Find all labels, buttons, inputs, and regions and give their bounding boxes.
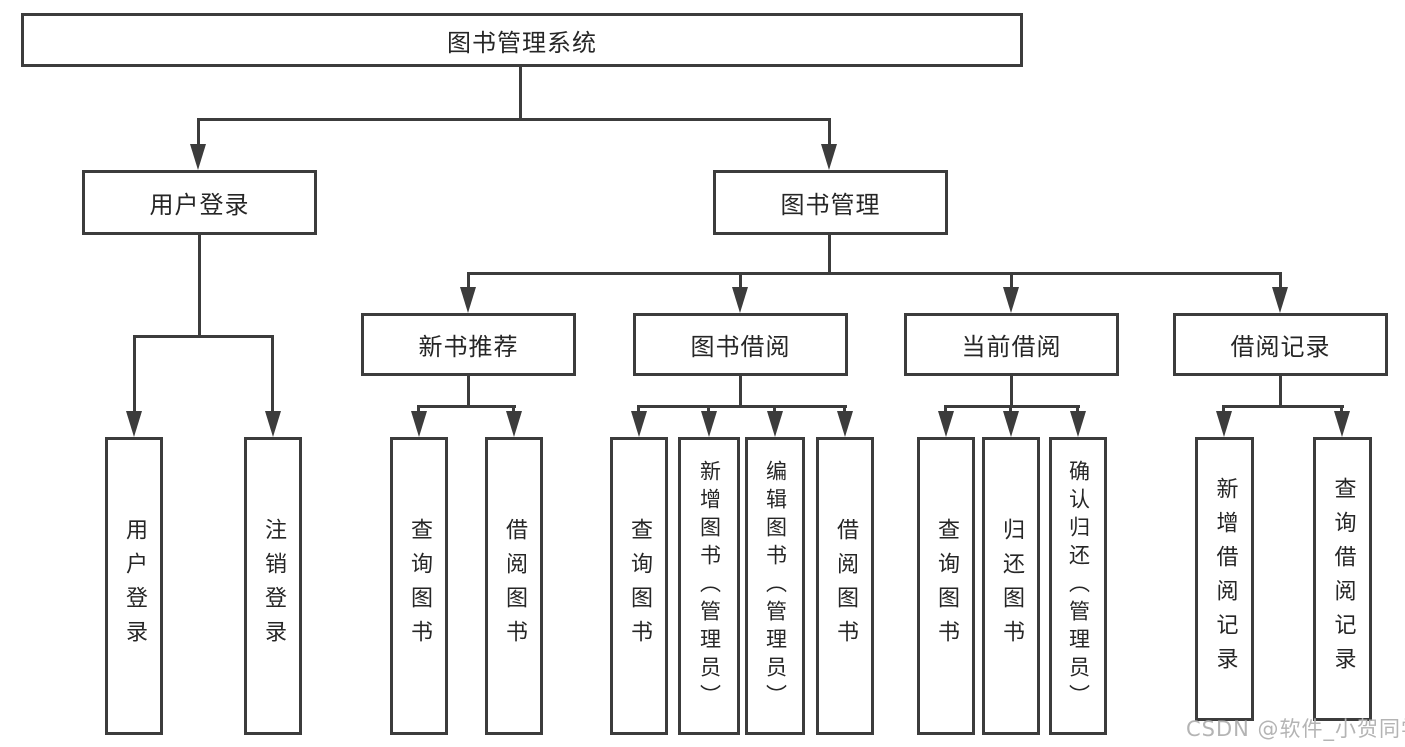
arrowhead-user-login xyxy=(190,144,206,170)
leaf-confirm-return-admin: 确认归还（管理员） xyxy=(1049,437,1107,735)
arrowhead-add-book xyxy=(701,411,717,437)
node-root-label: 图书管理系统 xyxy=(447,28,597,57)
arrowhead-edit-book xyxy=(767,411,783,437)
csdn-watermark: CSDN @软件_小贺同学 xyxy=(1186,717,1405,741)
leaf-query-books-3-label: 查询图书 xyxy=(934,518,959,654)
connector-mgmt-vline xyxy=(828,235,831,275)
connector-mgmt-stub-3 xyxy=(1010,272,1013,289)
leaf-query-books-3: 查询图书 xyxy=(917,437,975,735)
connector-current-stub-2 xyxy=(1009,405,1012,413)
connector-login-vline xyxy=(198,235,201,336)
arrowhead-new-book xyxy=(460,287,476,313)
arrowhead-query-borrow-record xyxy=(1334,411,1350,437)
node-book-borrow: 图书借阅 xyxy=(633,313,848,376)
leaf-query-books-1-label: 查询图书 xyxy=(407,518,432,654)
node-current-borrow: 当前借阅 xyxy=(904,313,1119,376)
node-borrow-records: 借阅记录 xyxy=(1173,313,1388,376)
connector-mgmt-rail xyxy=(467,272,1282,275)
connector-newbook-rail xyxy=(417,405,516,408)
node-borrow-records-label: 借阅记录 xyxy=(1230,333,1331,361)
connector-borrow-stub-2 xyxy=(707,405,710,413)
node-library-management-system: 图书管理系统 xyxy=(21,13,1023,67)
leaf-edit-book-admin: 编辑图书（管理员） xyxy=(745,437,805,735)
connector-borrow-stub-4 xyxy=(843,405,846,413)
connector-borrow-vline xyxy=(739,376,742,407)
connector-login-stub-1 xyxy=(133,335,136,412)
arrowhead-borrow-records xyxy=(1272,287,1288,313)
connector-mgmt-stub-1 xyxy=(467,272,470,289)
node-new-book-recommend: 新书推荐 xyxy=(361,313,576,376)
arrowhead-leaf-user-login xyxy=(126,411,142,437)
leaf-add-borrow-record: 新增借阅记录 xyxy=(1195,437,1254,721)
connector-newbook-stub-1 xyxy=(417,405,420,413)
arrowhead-add-borrow-record xyxy=(1216,411,1232,437)
connector-records-rail xyxy=(1222,405,1344,408)
leaf-user-login-label: 用户登录 xyxy=(122,518,147,654)
connector-current-stub-1 xyxy=(944,405,947,413)
leaf-confirm-return-admin-label: 确认归还（管理员） xyxy=(1066,460,1091,712)
connector-current-vline xyxy=(1010,376,1013,407)
arrowhead-borrow-books-1 xyxy=(506,411,522,437)
leaf-borrow-books-1-label: 借阅图书 xyxy=(502,518,527,654)
connector-newbook-stub-2 xyxy=(512,405,515,413)
arrowhead-leaf-logout xyxy=(265,411,281,437)
connector-root-vline xyxy=(519,67,522,118)
connector-records-vline xyxy=(1279,376,1282,407)
connector-borrow-stub-3 xyxy=(773,405,776,413)
leaf-borrow-books-2: 借阅图书 xyxy=(816,437,874,735)
leaf-query-borrow-record: 查询借阅记录 xyxy=(1313,437,1372,721)
connector-current-rail xyxy=(944,405,1080,408)
connector-current-stub-3 xyxy=(1076,405,1079,413)
leaf-add-borrow-record-label: 新增借阅记录 xyxy=(1212,477,1238,681)
connector-borrow-rail xyxy=(637,405,847,408)
connector-borrow-stub-1 xyxy=(637,405,640,413)
leaf-return-book-label: 归还图书 xyxy=(999,518,1024,654)
connector-login-stub-2 xyxy=(271,335,274,412)
node-book-borrow-label: 图书借阅 xyxy=(690,333,791,361)
connector-root-stub-left xyxy=(197,118,200,146)
arrowhead-query-books-3 xyxy=(938,411,954,437)
arrowhead-query-books-2 xyxy=(631,411,647,437)
arrowhead-book-borrow xyxy=(732,287,748,313)
arrowhead-current-borrow xyxy=(1003,287,1019,313)
connector-records-stub-1 xyxy=(1222,405,1225,413)
leaf-return-book: 归还图书 xyxy=(982,437,1040,735)
arrowhead-query-books-1 xyxy=(411,411,427,437)
leaf-borrow-books-2-label: 借阅图书 xyxy=(833,518,858,654)
connector-root-rail xyxy=(197,118,831,121)
leaf-borrow-books-1: 借阅图书 xyxy=(485,437,543,735)
node-user-login: 用户登录 xyxy=(82,170,317,235)
connector-login-rail xyxy=(133,335,274,338)
connector-records-stub-2 xyxy=(1340,405,1343,413)
node-user-login-label: 用户登录 xyxy=(149,191,250,219)
node-current-borrow-label: 当前借阅 xyxy=(961,333,1062,361)
leaf-query-books-2-label: 查询图书 xyxy=(627,518,652,654)
connector-root-stub-right xyxy=(828,118,831,146)
leaf-query-books-2: 查询图书 xyxy=(610,437,668,735)
node-book-management-label: 图书管理 xyxy=(780,191,881,219)
leaf-query-books-1: 查询图书 xyxy=(390,437,448,735)
leaf-add-book-admin: 新增图书（管理员） xyxy=(678,437,740,735)
arrowhead-return-book xyxy=(1003,411,1019,437)
node-book-management: 图书管理 xyxy=(713,170,948,235)
arrowhead-borrow-books-2 xyxy=(837,411,853,437)
leaf-logout-label: 注销登录 xyxy=(261,518,286,654)
leaf-add-book-admin-label: 新增图书（管理员） xyxy=(697,460,722,712)
connector-newbook-vline xyxy=(467,376,470,407)
arrowhead-confirm-return xyxy=(1070,411,1086,437)
leaf-query-borrow-record-label: 查询借阅记录 xyxy=(1330,477,1356,681)
node-new-book-recommend-label: 新书推荐 xyxy=(418,333,519,361)
leaf-user-login: 用户登录 xyxy=(105,437,163,735)
leaf-logout: 注销登录 xyxy=(244,437,302,735)
connector-mgmt-stub-2 xyxy=(739,272,742,289)
leaf-edit-book-admin-label: 编辑图书（管理员） xyxy=(763,460,788,712)
arrowhead-book-management xyxy=(821,144,837,170)
connector-mgmt-stub-4 xyxy=(1279,272,1282,289)
